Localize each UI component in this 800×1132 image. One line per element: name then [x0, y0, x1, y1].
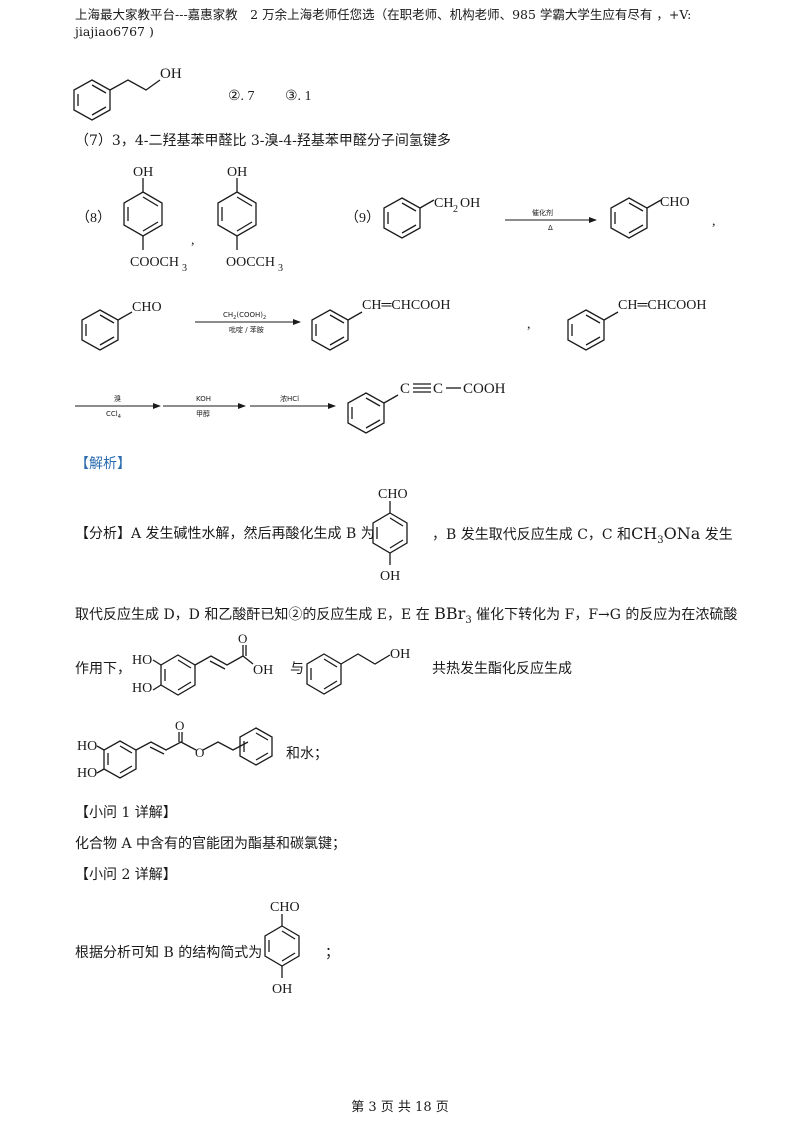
ester-ho-2: HO	[77, 766, 97, 781]
q8-group-b: OOCCH	[226, 255, 275, 270]
caffeic-acid-structure	[152, 645, 254, 696]
sub2-oh: OH	[272, 982, 292, 997]
b-oh: OH	[380, 569, 400, 584]
phenylpropiolic-acid-structure	[347, 383, 461, 434]
answer-q7: （7）3，4-二羟基苯甲醛比 3-溴-4-羟基苯甲醛分子间氢键多	[75, 133, 451, 149]
analysis-p4-b: 和水；	[286, 746, 328, 762]
header-line-1: 上海最大家教平台---嘉惠家教 2 万余上海老师任您选（在职老师、机构老师、98…	[75, 7, 692, 22]
r2-comma: ,	[527, 317, 531, 332]
q8-comma: ,	[191, 233, 195, 248]
r3-c1: C	[400, 381, 410, 397]
phenylethanol-structure-2	[306, 653, 391, 695]
b-cho: CHO	[378, 487, 408, 502]
answer-2: ②. 7	[228, 89, 255, 104]
r3-c2: C	[433, 381, 443, 397]
q9-oh: OH	[460, 196, 480, 211]
analysis-p1-b: ，B 发生取代反应生成 C，C 和CH3ONa 发生	[432, 524, 733, 547]
sub2-title: 【小问 2 详解】	[75, 867, 177, 883]
analysis-p3-b: 共热发生酯化反应生成	[432, 661, 572, 677]
analysis-p2: 取代反应生成 D，D 和乙酸酐已知②的反应生成 E，E 在 BBr3 催化下转化…	[75, 604, 738, 627]
analysis-p3-a: 作用下，	[75, 661, 131, 677]
r3-reagent-1a: 溴	[114, 394, 121, 403]
sub1-text: 化合物 A 中含有的官能团为酯基和碳氯键；	[75, 836, 347, 852]
r2-reagent: CH2(COOH)2	[223, 311, 266, 321]
benzaldehyde-structure-1	[610, 197, 662, 239]
r2-condition: 吡啶 / 苯胺	[229, 325, 264, 334]
compound-b-structure	[372, 501, 408, 565]
ester-o-1: O	[175, 718, 184, 733]
r3-reagent-3: 浓HCl	[280, 394, 299, 403]
benzyl-alcohol-structure	[383, 197, 435, 239]
ester-o-2: O	[195, 745, 204, 760]
q9-label: （9）	[345, 210, 380, 226]
analysis-p1-a: 【分析】A 发生碱性水解，然后再酸化生成 B 为	[75, 526, 375, 542]
cinnamic-acid-structure-2	[567, 309, 619, 351]
caffeic-o: O	[238, 631, 247, 646]
analysis-p3-with: 与	[290, 661, 304, 677]
q8-oh-a: OH	[133, 165, 153, 180]
r3-reagent-2b: 甲醇	[196, 409, 210, 418]
q9-condition-1: Δ	[548, 224, 553, 232]
phenylethanol-oh-2: OH	[390, 647, 410, 662]
caffeic-oh: OH	[253, 663, 273, 678]
sub2-text: 根据分析可知 B 的结构简式为	[75, 945, 263, 961]
row1-oh: OH	[160, 66, 182, 82]
q8-sub-b: 3	[278, 263, 283, 274]
sub2-end: ；	[325, 945, 339, 961]
r2-cho: CHO	[132, 300, 162, 315]
cinnamic-acid-structure-1	[311, 309, 363, 351]
caffeic-ho-2: HO	[132, 681, 152, 696]
r2-product-2: CH═CHCOOH	[618, 298, 706, 313]
analysis-title: 【解析】	[75, 456, 131, 472]
q9-cho: CHO	[660, 195, 690, 210]
answer-3: ③. 1	[285, 89, 312, 104]
q8-structure-a	[123, 178, 163, 250]
q9-ch2: CH	[434, 196, 453, 211]
caffeic-ho-1: HO	[132, 653, 152, 668]
r2-product: CH═CHCOOH	[362, 298, 450, 313]
q8-group-a: COOCH	[130, 255, 179, 270]
q9-comma-1: ,	[712, 214, 716, 229]
q8-label: （8）	[76, 210, 111, 226]
q8-structure-b	[217, 178, 257, 250]
ester-product-structure	[96, 727, 273, 779]
sub1-title: 【小问 1 详解】	[75, 805, 177, 821]
header-line-2: jiajiao6767 )	[75, 24, 154, 39]
q9-ch2-sub: 2	[453, 204, 458, 215]
sub2-cho: CHO	[270, 900, 300, 915]
page-number: 第 3 页 共 18 页	[351, 1100, 449, 1115]
ester-ho-1: HO	[77, 739, 97, 754]
sub2-compound-b-structure	[264, 914, 300, 978]
phenylethanol-structure	[73, 79, 161, 121]
q9-reagent-1: 催化剂	[532, 208, 553, 217]
r3-reagent-2a: KOH	[196, 395, 211, 403]
r3-cooh: COOH	[463, 381, 506, 397]
q8-sub-a: 3	[182, 263, 187, 274]
benzaldehyde-structure-2	[81, 309, 133, 351]
r3-reagent-1b: CCl4	[106, 410, 121, 420]
q8-oh-b: OH	[227, 165, 247, 180]
